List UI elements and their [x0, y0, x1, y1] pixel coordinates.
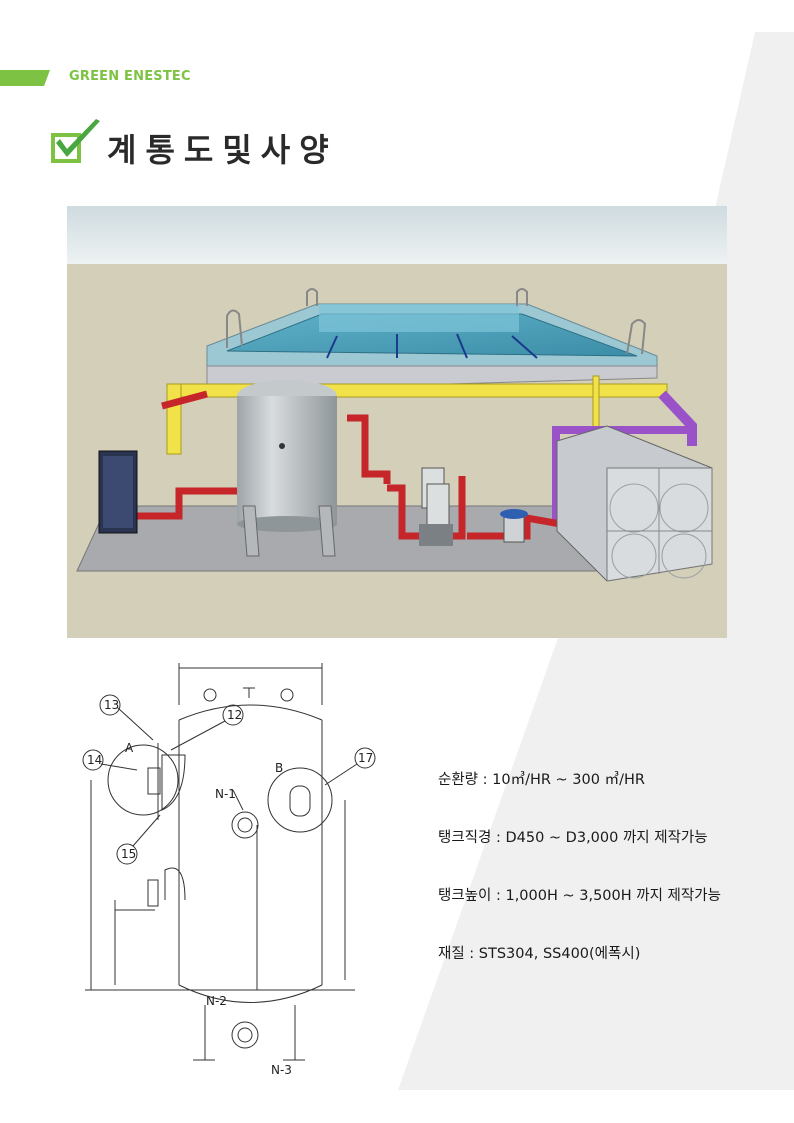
spec-diameter: 탱크직경 : D450 ~ D3,000 까지 제작가능: [438, 830, 708, 846]
page-title: 계통도및사양: [107, 131, 338, 169]
label-b: B: [275, 761, 283, 775]
system-diagram-illustration: [67, 206, 727, 638]
callout-15: 15: [121, 847, 136, 861]
brand-name: GREEN ENESTEC: [69, 69, 191, 84]
label-a: A: [125, 741, 134, 755]
spec-list: 순환량 : 10㎥/HR ~ 300 ㎥/HR 탱크직경 : D450 ~ D3…: [438, 768, 758, 1000]
callout-17: 17: [358, 751, 373, 765]
callout-13: 13: [104, 698, 119, 712]
callout-n3: N-3: [271, 1063, 292, 1077]
spec-flow: 순환량 : 10㎥/HR ~ 300 ㎥/HR: [438, 772, 645, 788]
brand-accent-bar: [0, 70, 50, 86]
spec-material: 재질 : STS304, SS400(에폭시): [438, 946, 641, 962]
callout-14: 14: [87, 753, 102, 767]
callout-n2: N-2: [206, 994, 227, 1008]
callout-12: 12: [227, 708, 242, 722]
spec-height: 탱크높이 : 1,000H ~ 3,500H 까지 제작가능: [438, 888, 721, 904]
check-icon: [51, 119, 100, 163]
callout-n1: N-1: [215, 787, 236, 801]
tank-technical-drawing: 13 12 A 14 15 N-1 B 17 N-2 N-3: [82, 663, 376, 1077]
